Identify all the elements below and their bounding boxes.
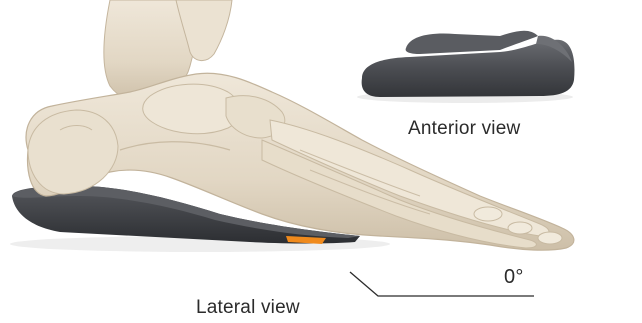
lateral-view-label: Lateral view	[196, 297, 300, 319]
insole-anterior-illustration	[357, 31, 574, 103]
angle-label: 0°	[504, 266, 524, 289]
anterior-view-label: Anterior view	[408, 118, 520, 140]
